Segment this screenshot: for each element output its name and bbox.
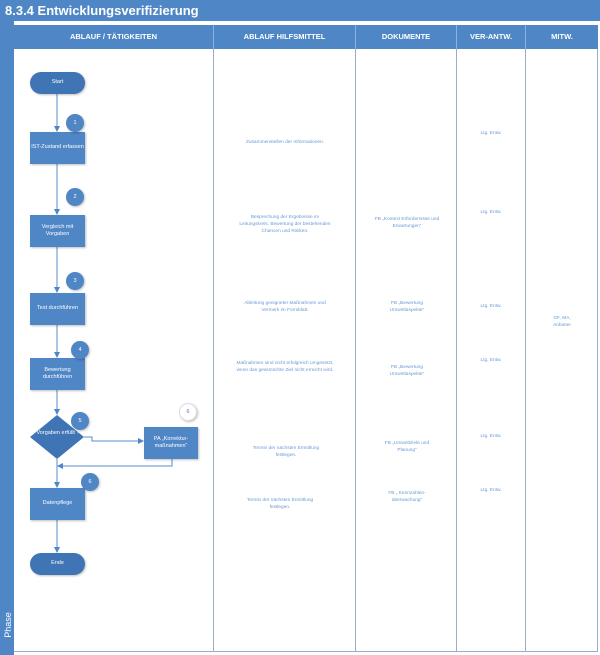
header-dokumente: DOKUMENTE xyxy=(356,25,457,49)
hilfsmittel-6: Termin der nächsten Ermittlung festlegen… xyxy=(246,498,314,511)
step-1-box: IST-Zustand erfassen xyxy=(30,132,85,164)
header-verantw: VER-ANTW. xyxy=(457,25,526,49)
verantw-4: Ltg. Entw. xyxy=(480,358,502,363)
lane-ablauf xyxy=(14,49,214,652)
hilfsmittel-3: Ableitung geeigneter Maßnahmen und Verme… xyxy=(244,301,326,314)
end-node: Ende xyxy=(30,553,85,575)
step-4-number: 4 xyxy=(71,341,89,359)
bottom-border xyxy=(14,651,598,652)
step-3-box: Test durchführen xyxy=(30,293,85,325)
step-6-number: 6 xyxy=(81,473,99,491)
lane-mitw xyxy=(526,49,598,652)
arrow-pa-back xyxy=(57,459,173,469)
verantw-3: Ltg. Entw. xyxy=(480,304,502,309)
verantw-6: Ltg. Entw. xyxy=(480,488,502,493)
step-5-number: 5 xyxy=(71,412,89,430)
step-3-number: 3 xyxy=(66,272,84,290)
dokument-3: FB „Bewertung Umweltaspekte“ xyxy=(389,365,425,378)
start-node: Start xyxy=(30,72,85,94)
step-2-box: Vergleich mit Vorgaben xyxy=(30,215,85,247)
decision-diamond xyxy=(30,415,84,459)
verantw-2: Ltg. Entw. xyxy=(480,210,502,215)
header-ablauf: ABLAUF / TÄTIGKEITEN xyxy=(14,25,214,49)
dokument-1: FB „Kontext Erfordernisse und Erwartunge… xyxy=(374,217,440,230)
datenpflege-box: Datenpflege xyxy=(30,488,85,520)
arrow-5-pa xyxy=(84,436,144,444)
hilfsmittel-1: Zusammenstellen der Informationen. xyxy=(245,140,325,145)
header-mitw: MITW. xyxy=(526,25,598,49)
pa-korrektur-box: PA „Korrektur-maßnahmen“ xyxy=(144,427,198,459)
step-4-box: Bewertung durchführen xyxy=(30,358,85,390)
hilfsmittel-5: Termin der nächsten Ermittlung festlegen… xyxy=(252,446,320,459)
diagram-title: 8.3.4 Entwicklungsverifizierung xyxy=(0,0,600,21)
lane-hilfsmittel xyxy=(214,49,356,652)
dokument-2: FB „Bewertung Umweltaspekte“ xyxy=(389,301,425,314)
mitw-1: GF, MA, Anbieter xyxy=(553,316,571,329)
decision-label: Vorgaben erfüllt ? xyxy=(36,430,80,436)
lane-verantw xyxy=(457,49,526,652)
dokument-5: FB „ Kennzahlen-überwachung“ xyxy=(388,491,426,504)
phase-strip xyxy=(0,21,14,655)
step-2-number: 2 xyxy=(66,188,84,206)
verantw-1: Ltg. Entw. xyxy=(480,131,502,136)
dokument-4: FB „Umweltziele und Planung“ xyxy=(384,441,430,454)
step-6a-number: 6 xyxy=(179,403,197,421)
lane-dokumente xyxy=(356,49,457,652)
hilfsmittel-4: Maßnahmen sind nicht erfolgreich umgeset… xyxy=(236,361,334,374)
header-hilfsmittel: ABLAUF HILFSMITTEL xyxy=(214,25,356,49)
step-1-number: 1 xyxy=(66,114,84,132)
hilfsmittel-2: Besprechung der Ergebnisse im Leitungskr… xyxy=(239,215,331,235)
verantw-5: Ltg. Entw. xyxy=(480,434,502,439)
